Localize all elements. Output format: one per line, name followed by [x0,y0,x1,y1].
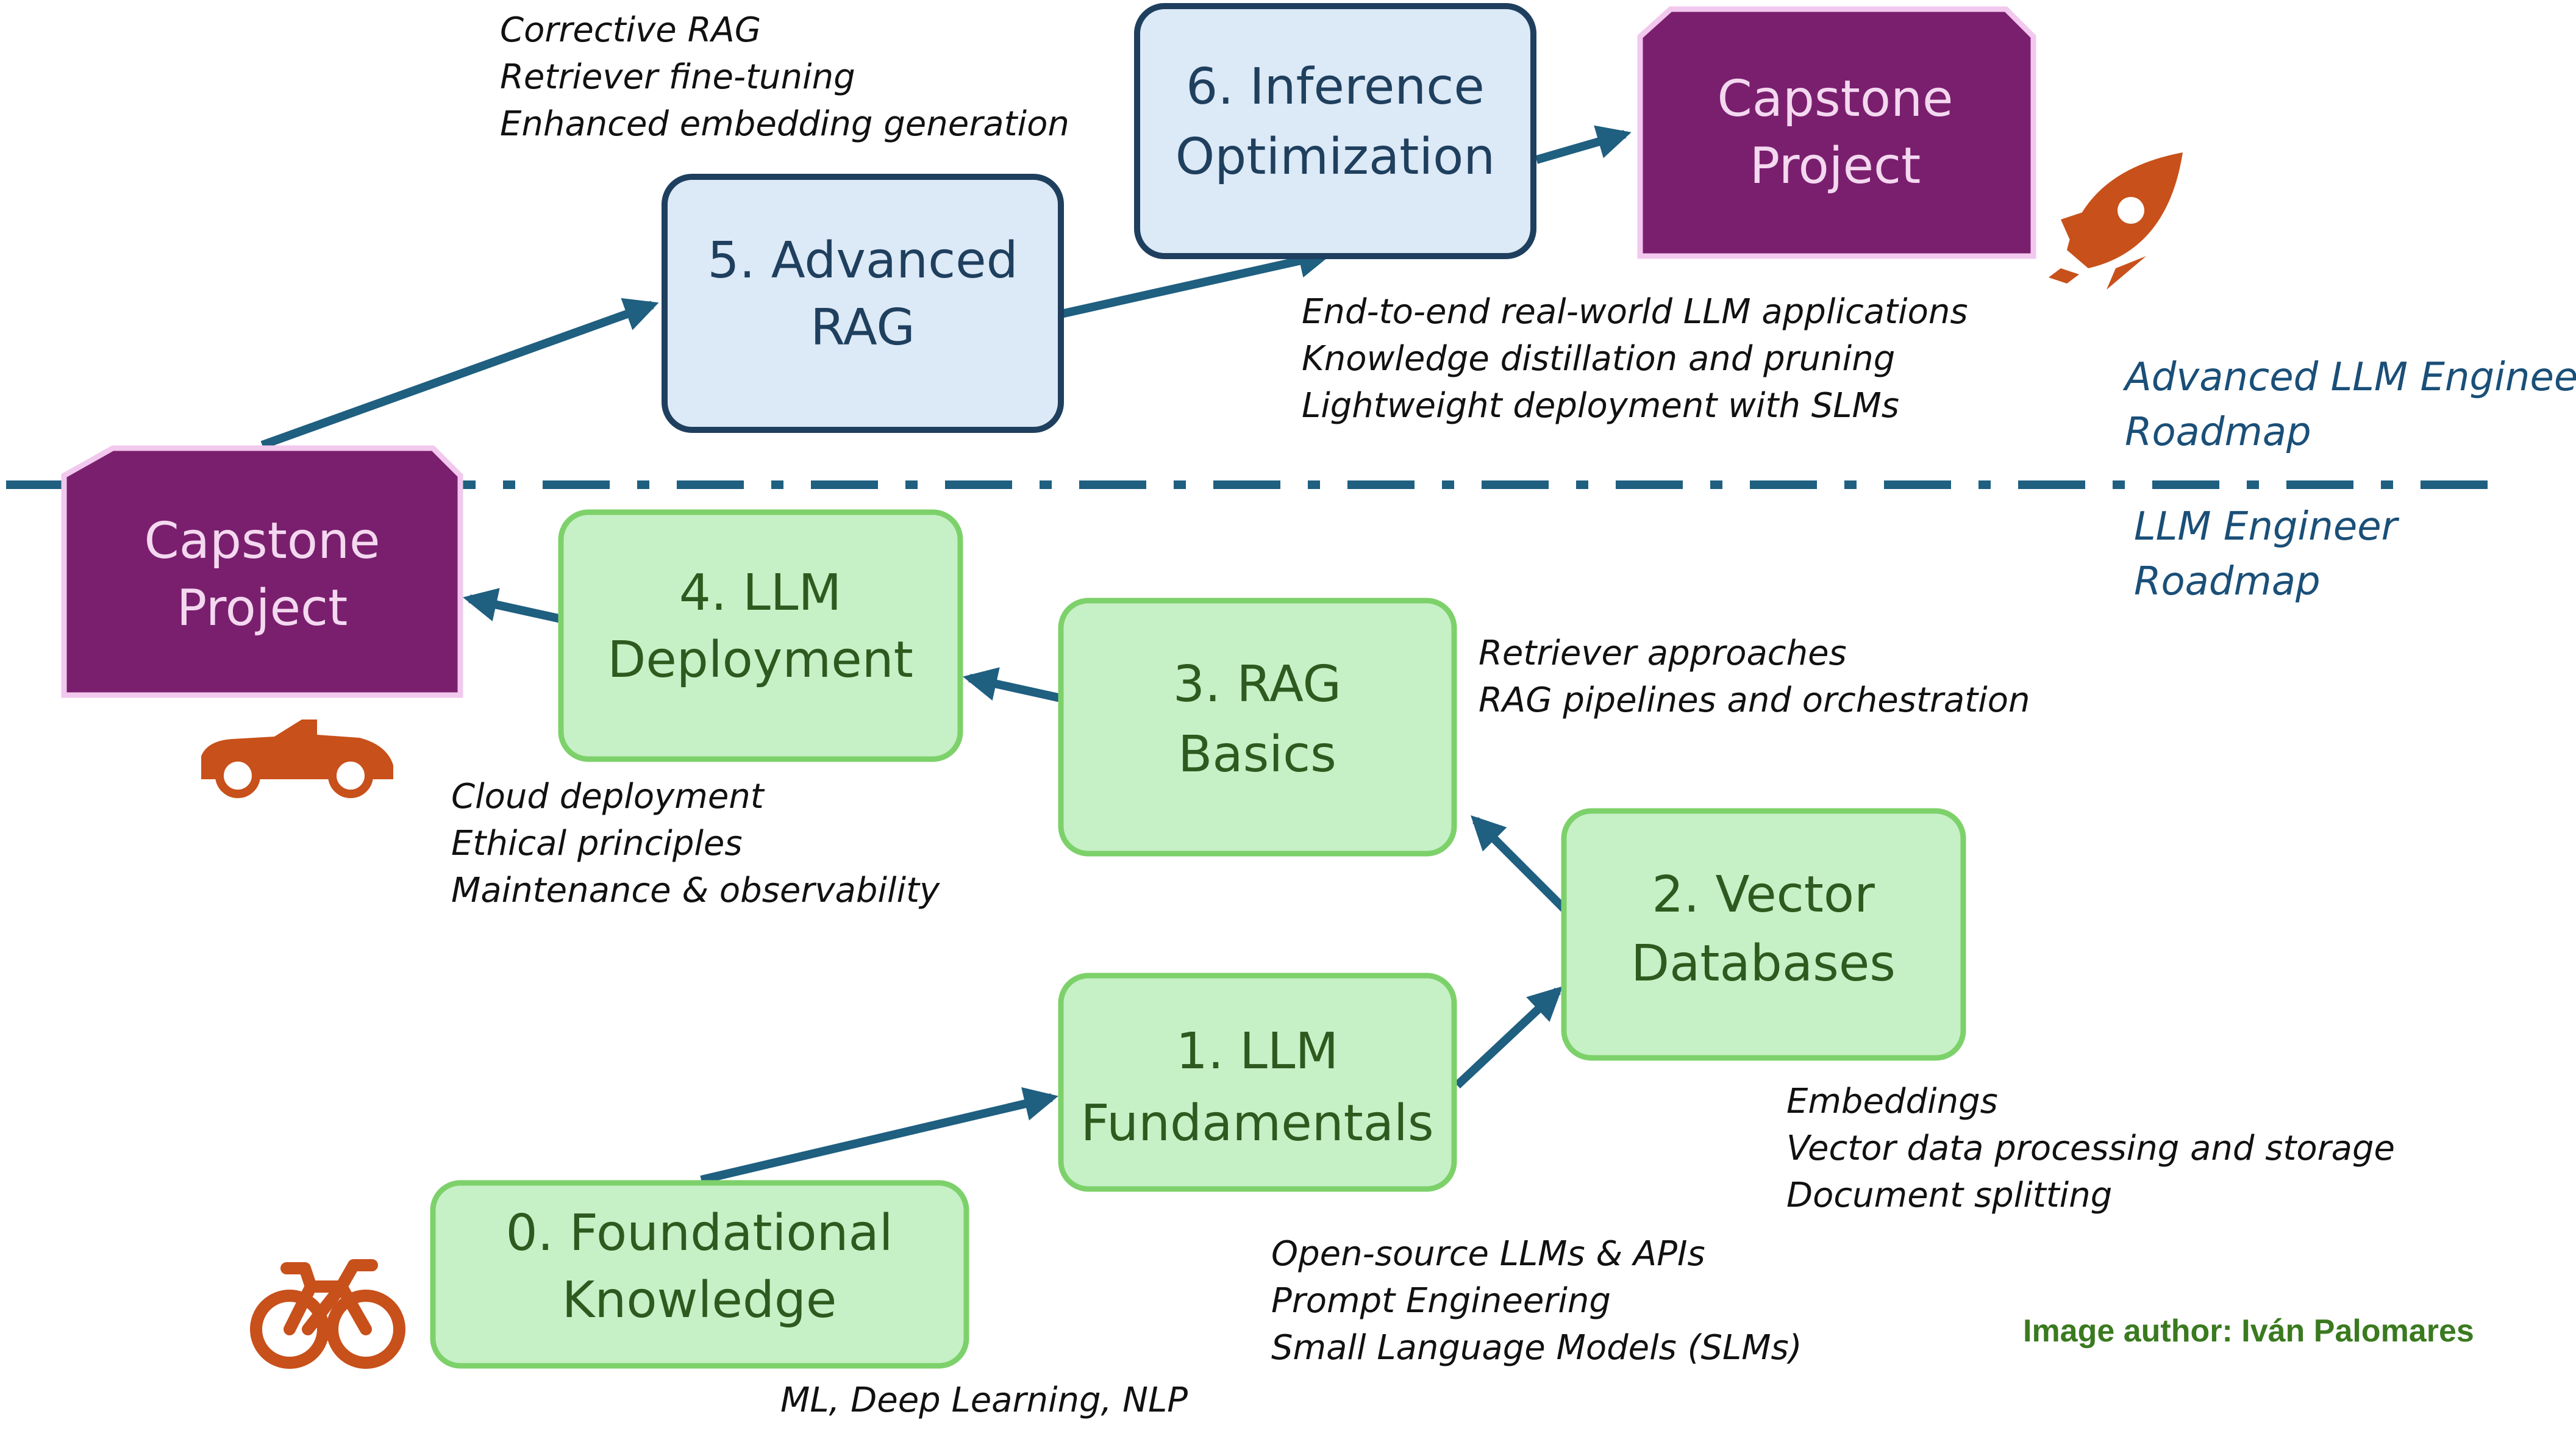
note-0-1: ML, Deep Learning, NLP [780,1380,1188,1420]
capstone-basic-line2: Project [177,579,348,637]
node-0-line1: 0. Foundational [505,1204,893,1262]
notes-node-6: End-to-end real-world LLM applications K… [1302,292,1968,426]
arrow-6-to-capstone [1535,125,1632,164]
note-4-1: Cloud deployment [451,777,765,816]
node-3-line1: 3. RAG [1173,655,1341,713]
bicycle-icon [250,1259,405,1369]
advanced-roadmap-line1: Advanced LLM Engineer [2122,355,2576,400]
note-2-3: Document splitting [1786,1176,2112,1215]
node-3-line2: Basics [1178,726,1336,784]
node-1-llm-fundamentals: 1. LLM Fundamentals [1058,973,1457,1192]
note-2-1: Embeddings [1786,1082,1998,1121]
note-3-2: RAG pipelines and orchestration [1479,680,2030,720]
node-4-line1: 4. LLM [679,564,841,622]
note-5-1: Corrective RAG [500,10,761,50]
note-1-2: Prompt Engineering [1271,1281,1611,1321]
node-1-line1: 1. LLM [1176,1023,1338,1080]
arrow-1-to-2 [1454,986,1563,1089]
node-6-line2: Optimization [1176,128,1496,186]
node-5-line1: 5. Advanced [707,232,1018,290]
note-6-1: End-to-end real-world LLM applications [1302,292,1968,332]
roadmap-label-basic: LLM Engineer Roadmap [2134,504,2400,604]
image-author-credit: Image author: Iván Palomares [2023,1313,2474,1349]
node-6-inference-optimization: 6. Inference Optimization [1134,3,1536,259]
notes-node-0: ML, Deep Learning, NLP [780,1380,1188,1420]
notes-node-4: Cloud deployment Ethical principles Main… [451,777,940,910]
notes-node-3: Retriever approaches RAG pipelines and o… [1479,634,2030,720]
node-4-llm-deployment: 4. LLM Deployment [558,509,963,762]
node-0-foundational-knowledge: 0. Foundational Knowledge [430,1180,969,1369]
rocket-icon [2049,152,2183,290]
notes-node-1: Open-source LLMs & APIs Prompt Engineeri… [1271,1234,1802,1368]
basic-roadmap-line2: Roadmap [2134,559,2321,604]
note-3-1: Retriever approaches [1479,634,1847,673]
capstone-project-advanced: Capstone Project [1637,6,2036,259]
notes-node-5: Corrective RAG Retriever fine-tuning Enh… [500,10,1069,144]
note-1-1: Open-source LLMs & APIs [1271,1234,1705,1274]
capstone-advanced-line2: Project [1750,137,1921,195]
node-1-line2: Fundamentals [1080,1094,1433,1152]
note-4-2: Ethical principles [451,824,743,863]
note-2-2: Vector data processing and storage [1786,1129,2395,1168]
arrow-0-to-1 [700,1087,1058,1184]
arrow-capstone-to-5 [260,298,659,449]
note-1-3: Small Language Models (SLMs) [1271,1328,1802,1368]
notes-node-2: Embeddings Vector data processing and st… [1786,1082,2395,1215]
basic-roadmap-line1: LLM Engineer [2134,504,2400,549]
node-2-line2: Databases [1631,935,1896,993]
node-5-line2: RAG [810,299,915,357]
node-0-line2: Knowledge [562,1271,837,1329]
arrow-3-to-4 [963,667,1062,702]
arrow-4-to-capstone [463,588,562,623]
car-icon [201,720,393,798]
capstone-project-basic: Capstone Project [61,445,463,698]
note-5-3: Enhanced embedding generation [500,104,1069,144]
note-5-2: Retriever fine-tuning [500,57,855,97]
node-5-advanced-rag: 5. Advanced RAG [662,174,1064,433]
capstone-basic-line1: Capstone [144,512,380,570]
note-6-2: Knowledge distillation and pruning [1302,339,1895,379]
advanced-roadmap-line2: Roadmap [2125,410,2311,455]
node-2-line1: 2. Vector [1652,866,1875,924]
node-3-rag-basics: 3. RAG Basics [1058,598,1457,857]
note-6-3: Lightweight deployment with SLMs [1302,386,1899,426]
connections [260,125,1632,1184]
capstone-advanced-line1: Capstone [1717,70,1953,128]
note-4-3: Maintenance & observability [451,871,940,910]
node-6-line1: 6. Inference [1186,58,1485,116]
node-2-vector-databases: 2. Vector Databases [1561,808,1966,1061]
arrow-2-to-3 [1471,815,1567,912]
arrow-5-to-6 [1060,244,1333,318]
node-4-line2: Deployment [607,631,913,689]
roadmap-label-advanced: Advanced LLM Engineer Roadmap [2122,355,2576,455]
